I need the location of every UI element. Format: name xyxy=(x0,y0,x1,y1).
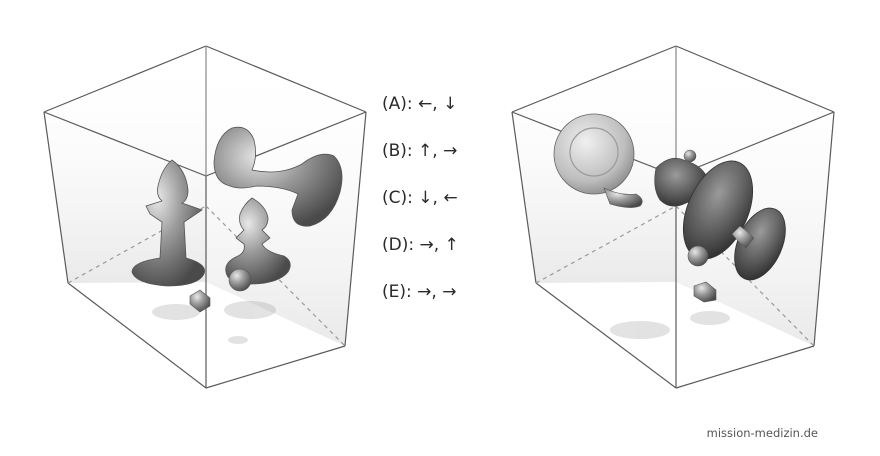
chess-pieces-right xyxy=(553,113,786,339)
answer-option-a[interactable]: (A): ←, ↓ xyxy=(382,94,458,114)
watermark: mission-medizin.de xyxy=(706,426,818,440)
bishop-piece xyxy=(131,159,205,287)
answer-option-d[interactable]: (D): →, ↑ xyxy=(382,235,459,255)
answer-option-e[interactable]: (E): →, → xyxy=(382,282,457,302)
cylinder-piece xyxy=(189,289,211,313)
bishop-tip xyxy=(683,149,697,163)
answer-option-c[interactable]: (C): ↓, ← xyxy=(382,188,458,208)
pawn-stem xyxy=(603,187,643,208)
chess-pieces-left xyxy=(131,126,343,344)
trumpet-stem xyxy=(731,225,755,249)
sphere-piece xyxy=(687,245,709,267)
cylinder-piece xyxy=(693,281,717,303)
cube-frame xyxy=(511,45,835,389)
answer-options: (A): ←, ↓ (B): ↑, → (C): ↓, ← (D): →, ↑ … xyxy=(382,92,459,327)
trumpet-piece xyxy=(213,126,343,227)
base-disc-light xyxy=(553,113,635,195)
cube-left xyxy=(43,45,367,389)
cube-frame xyxy=(43,45,367,389)
cube-right xyxy=(511,45,835,389)
answer-option-b[interactable]: (B): ↑, → xyxy=(382,141,458,161)
sphere-piece xyxy=(228,268,252,292)
